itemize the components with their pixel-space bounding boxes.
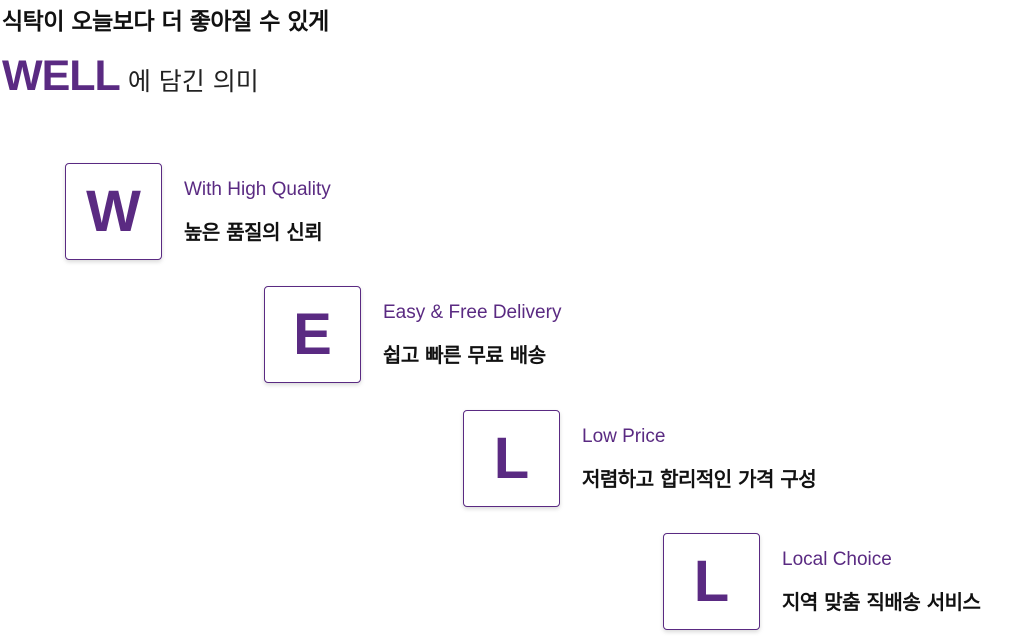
- item-english: Easy & Free Delivery: [383, 302, 562, 323]
- item-korean: 지역 맞춤 직배송 서비스: [782, 590, 981, 614]
- title-rest: 에 담긴 의미: [127, 67, 259, 96]
- headline: 식탁이 오늘보다 더 좋아질 수 있게: [2, 9, 329, 35]
- letter-box: E: [264, 286, 361, 383]
- section-title: WELL 에 담긴 의미: [2, 52, 259, 101]
- value-item-w: W With High Quality 높은 품질의 신뢰: [65, 163, 465, 261]
- item-korean: 쉽고 빠른 무료 배송: [383, 343, 546, 367]
- value-item-e: E Easy & Free Delivery 쉽고 빠른 무료 배송: [264, 286, 664, 384]
- brand-well: WELL: [2, 52, 121, 100]
- item-english: With High Quality: [184, 179, 331, 200]
- value-item-l1: L Low Price 저렴하고 합리적인 가격 구성: [463, 410, 863, 508]
- item-english: Local Choice: [782, 549, 892, 570]
- letter-box: L: [463, 410, 560, 507]
- letter-box: W: [65, 163, 162, 260]
- item-korean: 저렴하고 합리적인 가격 구성: [582, 467, 817, 491]
- item-korean: 높은 품질의 신뢰: [184, 220, 323, 244]
- value-item-l2: L Local Choice 지역 맞춤 직배송 서비스: [663, 533, 1024, 631]
- item-english: Low Price: [582, 426, 666, 447]
- letter-box: L: [663, 533, 760, 630]
